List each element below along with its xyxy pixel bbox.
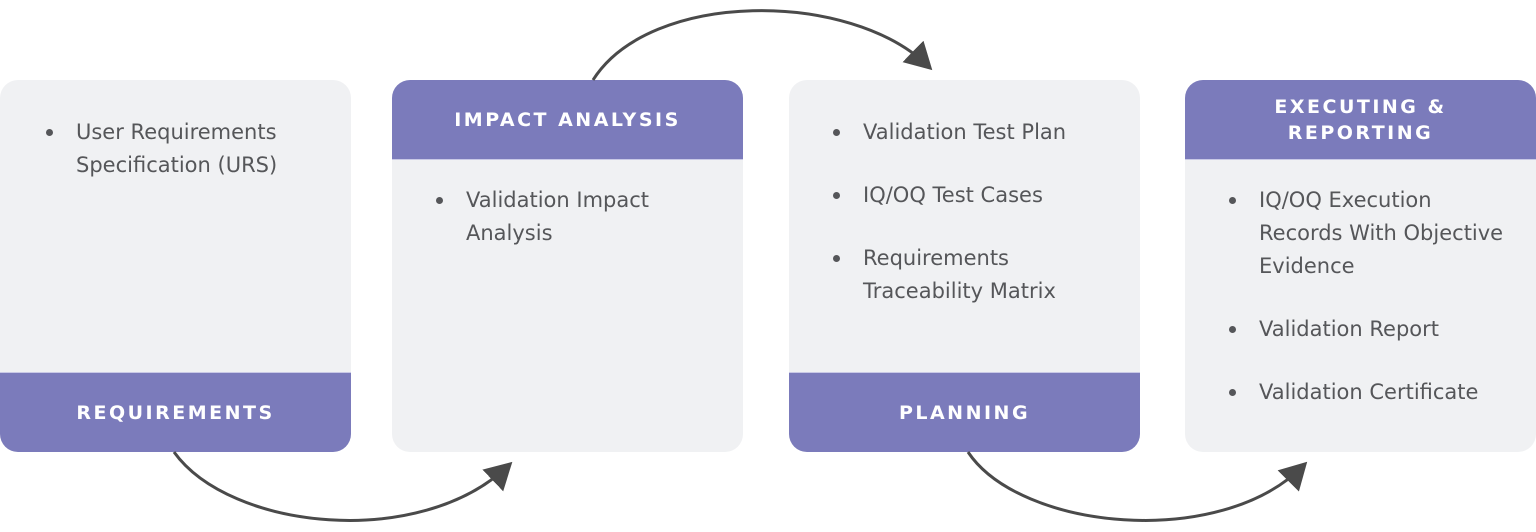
arrow-impact-to-planning	[591, 9, 933, 81]
stage-planning: Validation Test Plan IQ/OQ Test Cases Re…	[789, 80, 1140, 452]
executing-reporting-item-list: IQ/OQ Execution Records With Objective E…	[1227, 184, 1516, 439]
arrow-requirements-to-impact	[172, 451, 513, 522]
list-item: User Requirements Specification (URS)	[46, 116, 331, 182]
stage-title-impact-analysis: IMPACT ANALYSIS	[392, 80, 743, 160]
list-item: Validation Certificate	[1229, 376, 1516, 409]
list-item: Validation Test Plan	[833, 116, 1120, 149]
list-item: IQ/OQ Execution Records With Objective E…	[1229, 184, 1516, 283]
list-item: Requirements Traceability Matrix	[833, 242, 1120, 308]
stage-title-executing-reporting: EXECUTING & REPORTING	[1185, 80, 1536, 160]
list-item: Validation Impact Analysis	[436, 184, 723, 250]
requirements-item-list: User Requirements Specification (URS)	[44, 116, 331, 212]
stage-requirements: User Requirements Specification (URS) RE…	[0, 80, 351, 452]
stage-title-requirements: REQUIREMENTS	[0, 372, 351, 452]
stage-title-planning: PLANNING	[789, 372, 1140, 452]
arrow-planning-to-executing	[966, 451, 1308, 522]
stage-impact-analysis: IMPACT ANALYSIS Validation Impact Analys…	[392, 80, 743, 452]
list-item: Validation Report	[1229, 313, 1516, 346]
stage-executing-reporting: EXECUTING & REPORTING IQ/OQ Execution Re…	[1185, 80, 1536, 452]
impact-analysis-item-list: Validation Impact Analysis	[434, 184, 723, 280]
planning-item-list: Validation Test Plan IQ/OQ Test Cases Re…	[831, 116, 1120, 338]
list-item: IQ/OQ Test Cases	[833, 179, 1120, 212]
